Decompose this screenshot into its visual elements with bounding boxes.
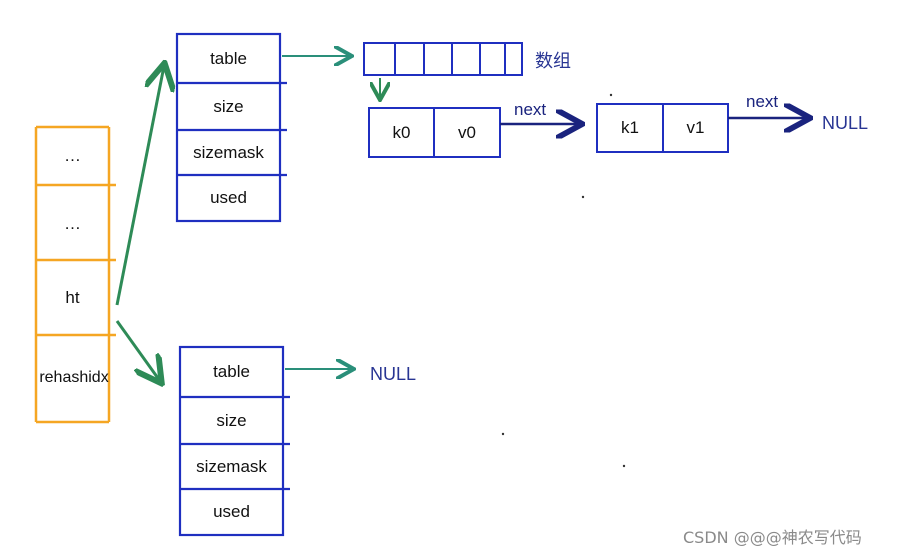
stray-dot xyxy=(501,432,505,436)
entry1-key: k1 xyxy=(621,118,639,137)
ht1-struct xyxy=(178,345,290,537)
dict-cell-ht: ht xyxy=(65,288,80,307)
ht0-struct xyxy=(175,32,287,223)
null-label-top: NULL xyxy=(822,113,869,133)
stray-dot xyxy=(609,93,613,97)
ht1-pointer-arrow xyxy=(115,320,160,381)
dict-cell-1: … xyxy=(64,146,81,165)
dict-cell-2: … xyxy=(64,214,81,233)
entry1-value: v1 xyxy=(686,118,705,137)
ht1-field-table: table xyxy=(213,362,250,381)
watermark: CSDN @@@神农写代码 xyxy=(683,528,862,547)
dict-struct xyxy=(34,125,116,424)
next-label-2: next xyxy=(746,92,779,111)
entry0-box xyxy=(368,107,501,158)
ht1-field-size: size xyxy=(216,410,247,430)
entry0-key: k0 xyxy=(392,122,411,142)
ht1-field-sizemask: sizemask xyxy=(196,456,267,476)
ht1-field-used: used xyxy=(213,502,250,521)
ht0-field-size: size xyxy=(213,96,244,116)
null-label-bottom: NULL xyxy=(370,364,417,384)
stray-dot xyxy=(581,195,585,199)
table-array xyxy=(363,42,523,76)
stray-dot xyxy=(622,464,626,468)
ht0-field-table: table xyxy=(210,48,247,68)
entry1-box xyxy=(596,103,729,153)
next-label-1: next xyxy=(514,100,547,119)
array-label: 数组 xyxy=(535,51,571,71)
dict-cell-rehashidx: rehashidx xyxy=(39,369,109,386)
entry0-value: v0 xyxy=(458,122,476,142)
ht0-field-sizemask: sizemask xyxy=(193,142,264,162)
ht0-field-used: used xyxy=(210,188,247,207)
ht0-pointer-arrow xyxy=(115,66,164,306)
